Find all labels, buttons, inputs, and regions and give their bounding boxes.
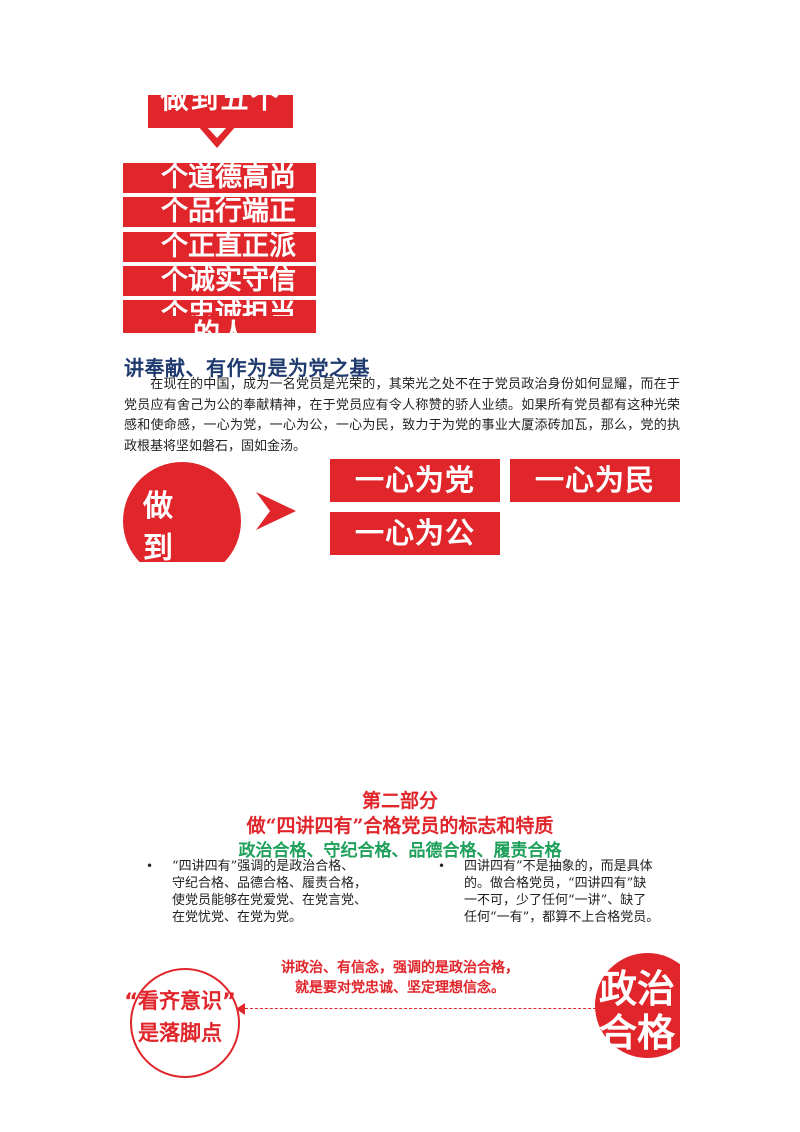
bullet-line: “四讲四有”强调的是政治合格、 xyxy=(172,859,355,874)
stack-bar: 个诚实守信 xyxy=(123,266,316,296)
paragraph-text: 在现在的中国，成为一名党员是光荣的，其荣光之处不在于党员政治身份如何显耀，而在于… xyxy=(124,377,680,454)
red-note-line: 讲政治、有信念，强调的是政治合格， xyxy=(281,960,519,976)
red-note-line: 就是要对党忠诚、坚定理想信念。 xyxy=(295,980,505,996)
bullet-right-text: 四讲四有”不是抽象的，而是具体 的。做合格党员，“四讲四有”缺 一不可，少了任何… xyxy=(464,858,659,926)
bullet-line: 守纪合格、品德合格、履责合格， xyxy=(172,876,368,891)
ring-circle xyxy=(130,968,240,1078)
bullet-line: 的。做合格党员，“四讲四有”缺 xyxy=(464,876,647,891)
ring-text: “看齐意识” 是落脚点 xyxy=(100,985,260,1049)
stack-bar: 个正直正派 xyxy=(123,232,316,262)
bullet-line: 一不可，少了任何“一讲”、缺了 xyxy=(464,893,647,908)
zuodao-circle: 做到 xyxy=(123,462,241,562)
bullet-line: 在党忧党、在党为党。 xyxy=(172,910,303,925)
part-subtitle: 做“四讲四有”合格党员的标志和特质 xyxy=(246,815,554,837)
right-circle-line: 政治 xyxy=(599,967,676,1011)
bullet-line: 任何“一有”，都算不上合格党员。 xyxy=(464,910,660,925)
dashed-connector xyxy=(240,1008,606,1009)
right-circle-shape xyxy=(595,953,680,1058)
part-title: 第二部分 xyxy=(361,790,438,812)
box-people: 一心为民 xyxy=(510,459,680,502)
part-green-line: 政治合格、守纪合格、品德合格、履责合格 xyxy=(238,841,562,861)
chevron-down-icon xyxy=(198,126,236,148)
circle-shape xyxy=(123,462,241,562)
stack-bar: 个道德高尚 xyxy=(123,163,316,193)
stack-bar: 个品行端正 xyxy=(123,197,316,227)
stack-bar-text: 的人 xyxy=(193,320,316,334)
red-note: 讲政治、有信念，强调的是政治合格， 就是要对党忠诚、坚定理想信念。 xyxy=(220,958,580,998)
bullet-line: 四讲四有”不是抽象的，而是具体 xyxy=(464,859,653,874)
bullet-left-text: “四讲四有”强调的是政治合格、 守纪合格、品德合格、履责合格， 使党员能够在党爱… xyxy=(172,858,367,926)
section-heading: 讲奉献、有作为是为党之基 xyxy=(124,356,370,380)
right-circle: 政治 合格 xyxy=(595,953,680,1058)
stack-header: 做到五个 xyxy=(148,95,293,128)
chevron-right-icon xyxy=(256,492,296,530)
ring-line: 是落脚点 xyxy=(138,1021,222,1045)
bullet-dot: • xyxy=(146,859,154,873)
ring-line: “看齐意识” xyxy=(124,989,236,1013)
box-public: 一心为公 xyxy=(330,512,500,555)
right-circle-text: 政治 合格 xyxy=(599,967,680,1055)
box-party: 一心为党 xyxy=(330,459,500,502)
section-paragraph: 在现在的中国，成为一名党员是光荣的，其荣光之处不在于党员政治身份如何显耀，而在于… xyxy=(124,375,680,457)
right-circle-line: 合格 xyxy=(599,1011,676,1055)
arrow-left-icon xyxy=(236,1003,245,1015)
stack-bar: 的人 xyxy=(123,316,316,333)
bullet-dot: • xyxy=(438,859,446,873)
bullet-line: 使党员能够在党爱党、在党言党、 xyxy=(172,893,368,908)
stack-header-text: 做到五个 xyxy=(160,95,281,115)
circle-text: 做到 xyxy=(143,489,173,562)
